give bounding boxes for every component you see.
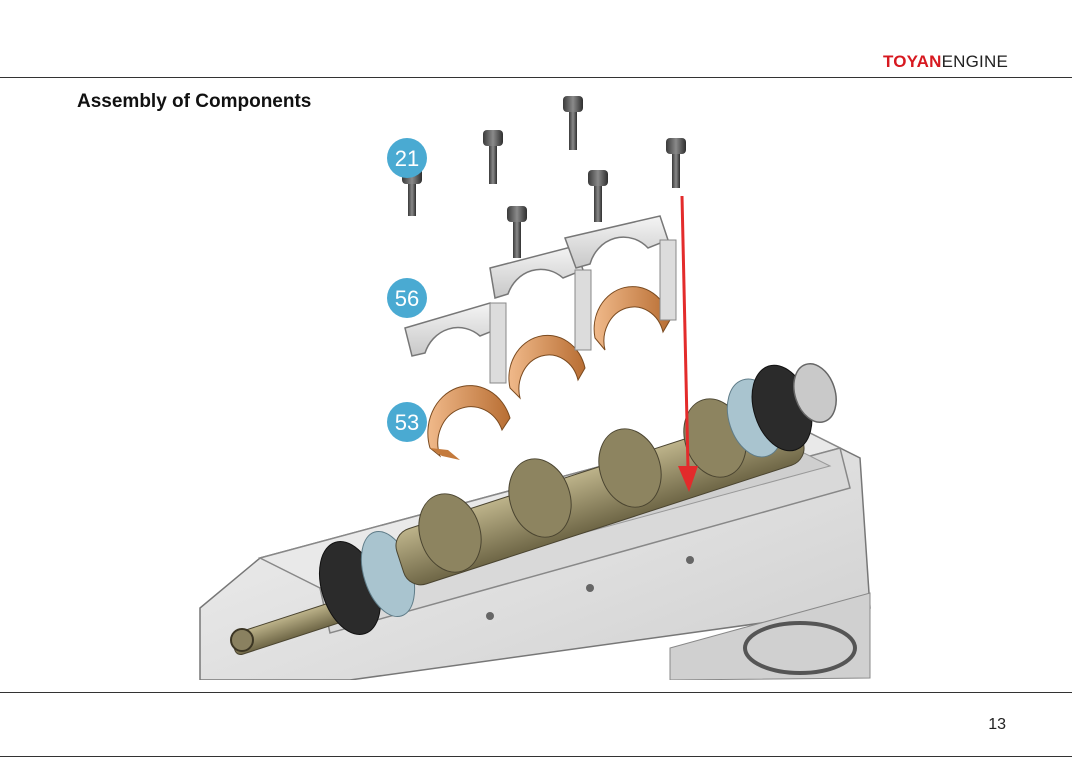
brand-primary: TOYAN — [883, 52, 942, 71]
callout-21: 21 — [387, 138, 427, 178]
svg-text:56: 56 — [395, 286, 419, 311]
brand-secondary: ENGINE — [942, 52, 1008, 71]
callout-56: 56 — [387, 278, 427, 318]
header-divider — [0, 77, 1072, 78]
svg-text:21: 21 — [395, 146, 419, 171]
assembly-figure: 21 56 53 — [190, 88, 880, 680]
footer-divider — [0, 692, 1072, 693]
svg-text:53: 53 — [395, 410, 419, 435]
brand-logo: TOYANENGINE — [883, 52, 1008, 72]
assembly-illustration: 21 56 53 — [190, 88, 880, 680]
page-number: 13 — [988, 716, 1006, 734]
bottom-divider — [0, 756, 1072, 757]
callout-53: 53 — [387, 402, 427, 442]
